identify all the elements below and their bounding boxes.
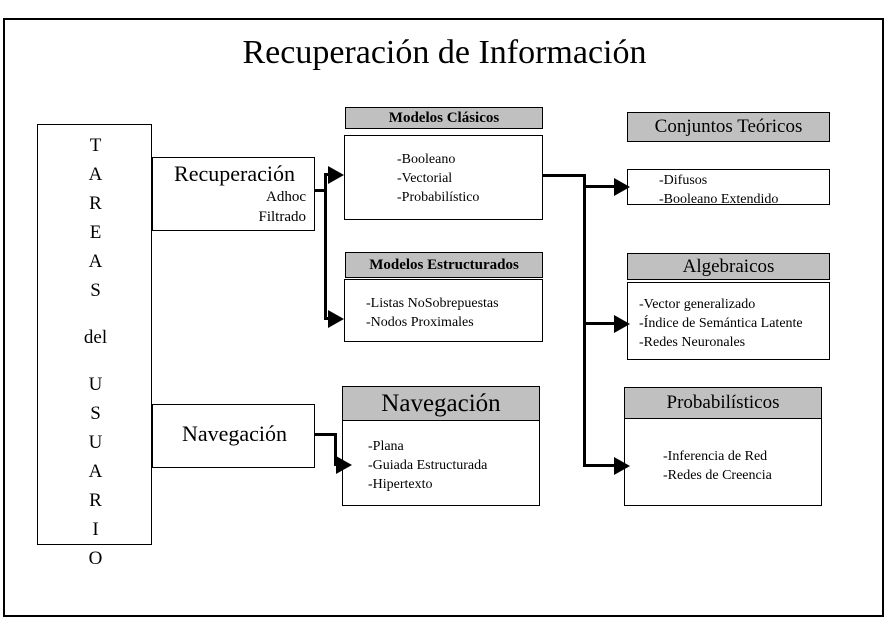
- task-label-navegacion: Navegación: [181, 421, 288, 446]
- tareas-letter: R: [89, 193, 102, 214]
- task-sublabel-adhoc: Adhoc: [266, 189, 306, 205]
- list-item: -Booleano: [397, 152, 456, 167]
- connector-navegacion-stub: [315, 433, 337, 436]
- list-item: -Hipertexto: [368, 477, 433, 492]
- list-item: -Índice de Semántica Latente: [639, 316, 803, 331]
- list-conjuntos-teoricos: -Difusos -Booleano Extendido: [659, 171, 779, 205]
- list-item: -Booleano Extendido: [659, 192, 779, 205]
- list-probabilisticos: -Inferencia de Red -Redes de Creencia: [663, 447, 772, 485]
- connector-to-probabilisticos: [583, 464, 623, 467]
- body-probabilisticos: -Inferencia de Red -Redes de Creencia: [624, 418, 822, 506]
- page-title: Recuperación de Información: [242, 34, 647, 71]
- tareas-letter: S: [90, 280, 101, 301]
- tareas-letter: E: [89, 222, 102, 243]
- task-sublabels-recuperacion: Adhoc Filtrado: [259, 187, 307, 227]
- tareas-letter: T: [89, 135, 102, 156]
- tareas-letter: A: [88, 461, 103, 482]
- connector-recuperacion-trunk: [324, 173, 327, 320]
- body-modelos-estructurados: -Listas NoSobrepuestas -Nodos Proximales: [344, 279, 543, 342]
- header-algebraicos: Algebraicos: [627, 253, 830, 280]
- arrow-to-navegacion-modelos: [336, 456, 352, 474]
- tareas-spacer: [38, 352, 153, 370]
- arrow-to-algebraicos: [614, 315, 630, 333]
- tareas-letter: A: [88, 164, 103, 185]
- header-conjuntos-teoricos: Conjuntos Teóricos: [627, 112, 830, 142]
- list-modelos-estructurados: -Listas NoSobrepuestas -Nodos Proximales: [366, 294, 499, 332]
- list-modelos-clasicos: -Booleano -Vectorial -Probabilístico: [397, 150, 479, 207]
- list-item: -Vector generalizado: [639, 297, 756, 312]
- body-navegacion-modelos: -Plana -Guiada Estructurada -Hipertexto: [342, 420, 540, 506]
- connector-to-algebraicos: [583, 322, 623, 325]
- list-item: -Nodos Proximales: [366, 315, 474, 330]
- connector-main-trunk: [583, 174, 586, 467]
- tareas-letter: del: [83, 327, 108, 348]
- header-probabilisticos: Probabilísticos: [624, 387, 822, 419]
- arrow-to-probabilisticos: [614, 457, 630, 475]
- list-navegacion-modelos: -Plana -Guiada Estructurada -Hipertexto: [368, 437, 487, 494]
- list-item: -Plana: [368, 439, 404, 454]
- connector-to-conjuntos-teoricos: [583, 185, 623, 188]
- header-modelos-estructurados: Modelos Estructurados: [345, 252, 543, 278]
- header-modelos-clasicos: Modelos Clásicos: [345, 107, 543, 129]
- body-algebraicos: -Vector generalizado -Índice de Semántic…: [627, 282, 830, 360]
- tareas-letter: U: [88, 374, 103, 395]
- task-label-recuperacion: Recuperación: [174, 161, 295, 186]
- outer-frame: [3, 18, 884, 617]
- header-navegacion-modelos: Navegación: [342, 386, 540, 421]
- tareas-letter: A: [88, 251, 103, 272]
- list-item: -Listas NoSobrepuestas: [366, 296, 499, 311]
- list-item: -Inferencia de Red: [663, 449, 768, 464]
- list-item: -Guiada Estructurada: [368, 458, 488, 473]
- arrow-to-conjuntos-teoricos: [614, 178, 630, 196]
- connector-recuperacion-stub: [315, 189, 327, 192]
- list-item: -Redes de Creencia: [663, 468, 772, 483]
- arrow-to-modelos-clasicos: [328, 166, 344, 184]
- tareas-letter: R: [89, 490, 102, 511]
- list-item: -Redes Neuronales: [639, 335, 746, 350]
- list-item: -Vectorial: [397, 171, 453, 186]
- list-item: -Difusos: [659, 173, 708, 188]
- tareas-letter: I: [92, 519, 99, 540]
- tareas-del-usuario-box: T A R E A S del U S U A R I O: [37, 124, 152, 569]
- tareas-spacer: [38, 305, 153, 323]
- tareas-letter: S: [90, 403, 101, 424]
- task-box-navegacion: Navegación: [152, 404, 315, 468]
- arrow-to-modelos-estructurados: [328, 310, 344, 328]
- tareas-letter: O: [88, 548, 103, 569]
- connector-feed-top: [543, 174, 586, 177]
- tareas-vertical-label: T A R E A S del U S U A R I O: [38, 131, 153, 573]
- connector-navegacion-vert: [334, 433, 337, 466]
- body-conjuntos-teoricos: -Difusos -Booleano Extendido: [627, 169, 830, 205]
- task-sublabel-filtrado: Filtrado: [258, 209, 307, 225]
- body-modelos-clasicos: -Booleano -Vectorial -Probabilístico: [344, 135, 543, 220]
- list-algebraicos: -Vector generalizado -Índice de Semántic…: [639, 295, 803, 352]
- task-box-recuperacion: Recuperación Adhoc Filtrado: [152, 157, 315, 231]
- tareas-letter: U: [88, 432, 103, 453]
- list-item: -Probabilístico: [397, 190, 480, 205]
